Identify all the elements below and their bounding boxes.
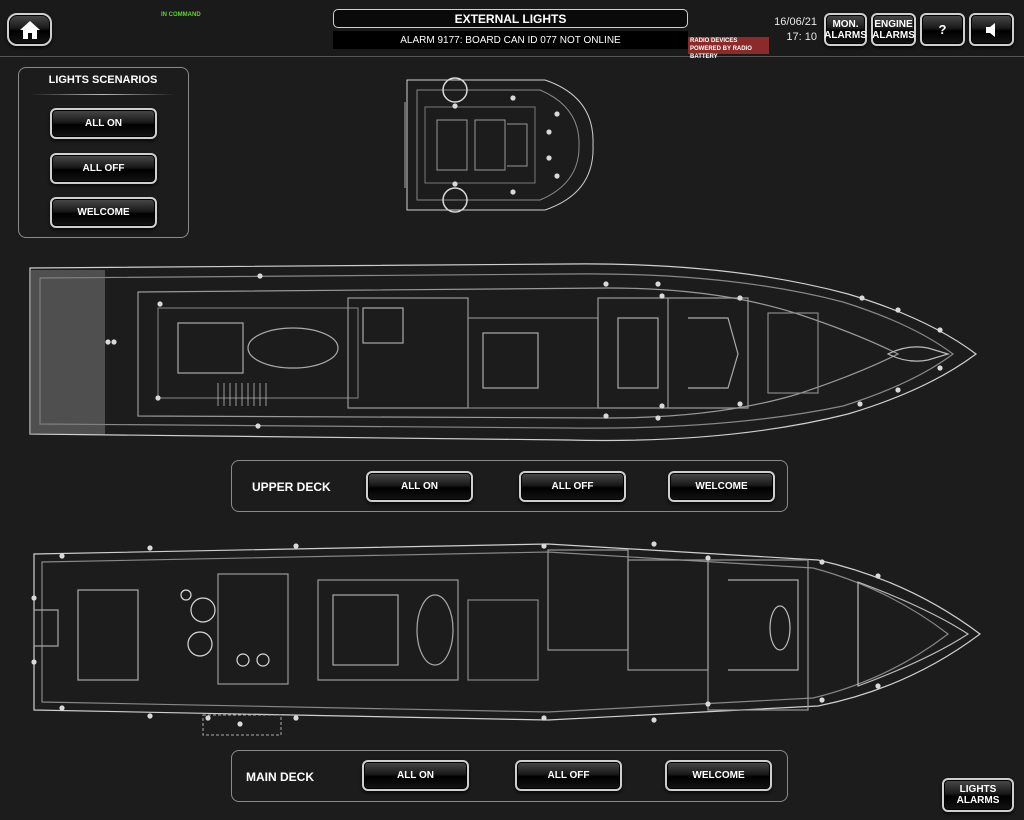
command-status: IN COMMAND <box>161 12 201 18</box>
scenarios-divider <box>30 94 175 95</box>
main-deck-plan <box>31 541 982 736</box>
datetime: 16/06/21 17: 10 <box>752 15 817 45</box>
scenario-welcome-button[interactable]: WELCOME <box>50 197 157 228</box>
main-deck-all-off-button[interactable]: ALL OFF <box>515 760 622 791</box>
upper-deck-welcome-button[interactable]: WELCOME <box>668 471 775 502</box>
speaker-icon <box>985 22 995 37</box>
home-icon <box>19 20 40 39</box>
radio-battery-note: RADIO DEVICES POWERED BY RADIO BATTERY <box>688 37 769 60</box>
scenarios-panel <box>18 67 189 238</box>
upper-deck-all-off-button[interactable]: ALL OFF <box>519 471 626 502</box>
lights-alarms-button[interactable]: LIGHTS ALARMS <box>942 778 1014 812</box>
main-deck-all-on-button[interactable]: ALL ON <box>362 760 469 791</box>
upper-deck-plan <box>29 263 978 442</box>
time-text: 17: 10 <box>786 31 817 43</box>
main-deck-panel <box>231 750 788 802</box>
engine-alarms-button[interactable]: ENGINE ALARMS <box>871 13 916 46</box>
sun-deck-plan <box>404 77 594 213</box>
home-button[interactable] <box>7 13 52 46</box>
alarm-message: ALARM 9177: BOARD CAN ID 077 NOT ONLINE <box>333 31 688 49</box>
upper-deck-panel <box>231 460 788 512</box>
scenario-all-off-button[interactable]: ALL OFF <box>50 153 157 184</box>
sound-button[interactable] <box>969 13 1014 46</box>
scenario-all-on-button[interactable]: ALL ON <box>50 108 157 139</box>
date-text: 16/06/21 <box>774 16 817 28</box>
mon-alarms-button[interactable]: MON. ALARMS <box>824 13 867 46</box>
upper-deck-label: UPPER DECK <box>252 480 331 494</box>
scenarios-title: LIGHTS SCENARIOS <box>48 74 158 86</box>
main-deck-label: MAIN DECK <box>246 770 314 784</box>
upper-deck-all-on-button[interactable]: ALL ON <box>366 471 473 502</box>
main-deck-welcome-button[interactable]: WELCOME <box>665 760 772 791</box>
page-title: EXTERNAL LIGHTS <box>333 9 688 28</box>
help-button[interactable]: ? <box>920 13 965 46</box>
